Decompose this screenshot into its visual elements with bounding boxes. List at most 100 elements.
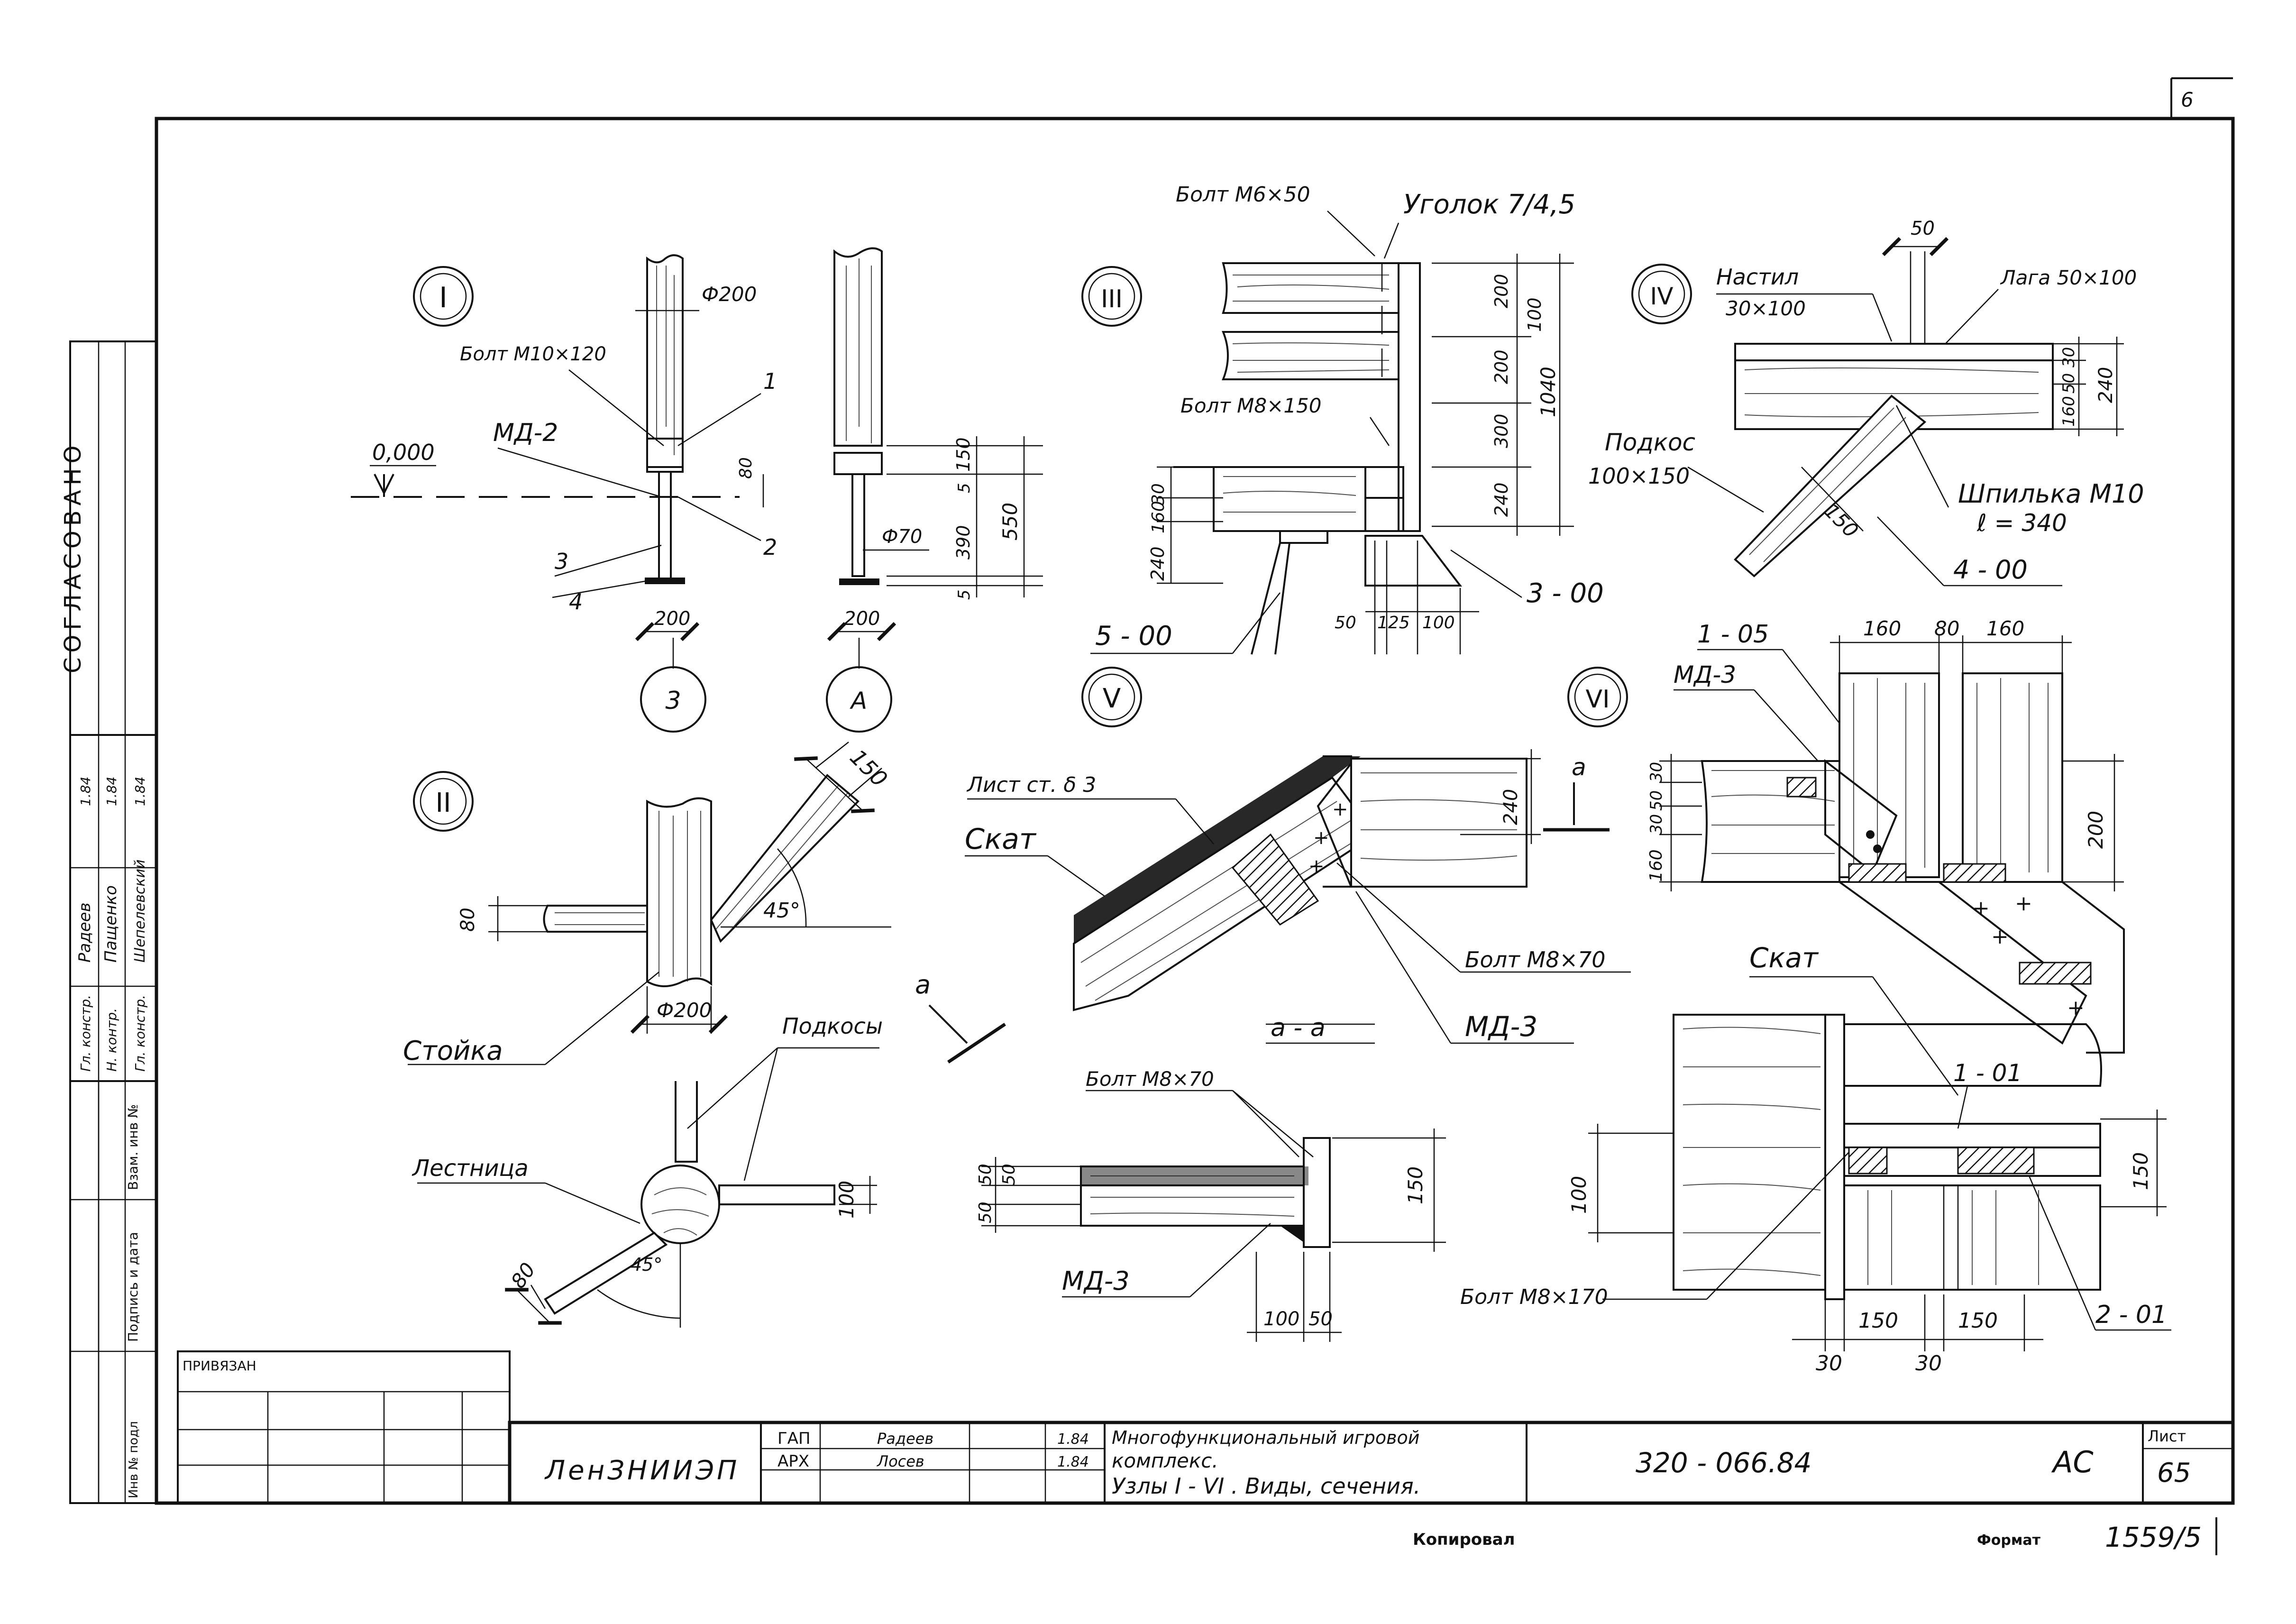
gap-label: ГАП [778, 1429, 811, 1448]
svg-text:+: + [2067, 996, 2085, 1020]
node-2-diameter: Ф200 [657, 999, 712, 1022]
node-1b-dim-550: 550 [998, 503, 1022, 541]
node-4-stud: Шпилька М10 [1958, 479, 2144, 509]
signer-1-name: Радеев [75, 902, 94, 963]
node-4-dim-240: 240 [2095, 367, 2117, 403]
node-6-left-50: 50 [1647, 790, 1666, 811]
archive-number: 1559/5 [2105, 1521, 2202, 1553]
stamp-row-signature: Подпись и дата [125, 1232, 141, 1342]
node-3-bot-50: 50 [1335, 613, 1356, 633]
approved-stamp-text: СОГЛАСОВАНО [60, 441, 86, 673]
sheet-footer: Копировал Формат 1559/5 [1413, 1517, 2217, 1555]
node-1b-dim-390: 390 [953, 525, 974, 560]
node-5-sheet: Лист ст. δ 3 [966, 773, 1096, 797]
node-4-stud-len: ℓ = 340 [1976, 509, 2067, 537]
svg-text:+: + [1991, 925, 2009, 949]
gap-date: 1.84 [1057, 1431, 1089, 1448]
node-5-left-50a: 50 [976, 1164, 995, 1185]
node-6-top-80: 80 [1934, 617, 1959, 640]
node-4-dim-50: 50 [2059, 373, 2078, 394]
node-2-dim100: 100 [835, 1181, 858, 1219]
node-3-bot-125: 125 [1377, 613, 1410, 633]
arh-label: АРХ [778, 1452, 809, 1471]
node-4-brace: Подкос [1605, 429, 1695, 456]
node-4-decking: Настил [1716, 264, 1799, 290]
signer-3-name: Шепелевский [132, 859, 148, 963]
node-3-deck-joint: III Болт М6×50 Уголок 7/4,5 30 160 240 Б… [1081, 183, 1604, 655]
node-6-md3: МД-3 [1674, 661, 1736, 688]
stamp-row-replace: Взам. инв № [125, 1104, 141, 1190]
drawing-title-line1: Многофункциональный игровой [1112, 1427, 1420, 1448]
sheet-label: Лист [2148, 1427, 2186, 1445]
stage-code: АС [2051, 1445, 2094, 1479]
svg-text:+: + [2015, 891, 2032, 916]
node-4-dim-30: 30 [2059, 347, 2078, 367]
node-5-mark: V [1103, 683, 1121, 714]
signer-1-role: Гл. констр. [78, 995, 93, 1072]
node-3-bolt-top: Болт М6×50 [1176, 183, 1310, 207]
node-2-dim150: 150 [845, 744, 892, 792]
node-6-left-30a: 30 [1647, 762, 1666, 782]
node-5-slope: Скат [965, 823, 1037, 856]
node-5-ridge: V + + + Лист ст. δ 3 Скат 240 Болт М8×70… [915, 667, 1631, 1342]
node-6-bot-30a: 30 [1816, 1351, 1842, 1376]
node-3-left-160: 160 [1149, 501, 1168, 533]
level-mark: 0,000 [372, 440, 435, 465]
node-1b-dim-150: 150 [953, 437, 974, 472]
node-6-ref101: 1 - 01 [1953, 1059, 2022, 1087]
node-3-dim-200b: 200 [1491, 349, 1512, 384]
node-5-section-mark: а [915, 970, 931, 1000]
axis-3: 3 [665, 687, 681, 715]
format-label: Формат [1977, 1532, 2041, 1549]
sheet-number: 65 [2157, 1458, 2191, 1488]
gap-name: Радеев [877, 1430, 933, 1448]
node-1-md2: МД-2 [493, 419, 558, 447]
node-6-dim150: 150 [2129, 1152, 2152, 1190]
signer-3-role: Гл. констр. [132, 995, 148, 1072]
node-3-dim-200a: 200 [1491, 274, 1512, 308]
arh-name: Лосев [877, 1452, 924, 1470]
node-3-angle: Уголок 7/4,5 [1403, 189, 1575, 220]
node-1b-width: 200 [844, 608, 880, 630]
node-5-bot-50: 50 [1308, 1308, 1333, 1330]
axis-A: А [850, 687, 867, 715]
signer-2-name: Пащенко [101, 885, 120, 963]
left-approval-stamp: СОГЛАСОВАНО Гл. констр. Радеев 1.84 Н. к… [60, 340, 157, 1504]
node-1-callout-3: 3 [555, 549, 568, 574]
node-1-callout-1: 1 [763, 368, 777, 394]
node-1-side-view: 150 5 390 5 550 Ф70 200 А [826, 247, 1043, 733]
node-6-slope: Скат [1749, 942, 1819, 974]
node-1-mark: I [439, 281, 448, 314]
node-4-mark: IV [1650, 283, 1674, 310]
node-6-mark: VI [1586, 685, 1610, 714]
node-6-ref105: 1 - 05 [1697, 620, 1769, 649]
svg-text:+: + [1308, 855, 1325, 877]
node-6-left-30b: 30 [1647, 814, 1666, 835]
signer-3-date: 1.84 [132, 777, 148, 806]
node-3-ref-5-00: 5 - 00 [1095, 621, 1172, 651]
copied-label: Копировал [1413, 1530, 1515, 1549]
node-1b-dim-5b: 5 [955, 589, 974, 600]
node-2-ladder: Лестница [412, 1155, 529, 1182]
node-3-bolt-mid: Болт М8×150 [1180, 394, 1322, 417]
signer-1-date: 1.84 [78, 777, 93, 806]
node-3-dim-240: 240 [1491, 482, 1512, 517]
stamp-row-inventory: Инв № подл [127, 1421, 141, 1498]
node-4-dim50: 50 [1911, 218, 1935, 239]
document-code: 320 - 066.84 [1636, 1447, 1811, 1479]
node-3-dim-100: 100 [1524, 297, 1545, 332]
node-2-angle: 45° [763, 899, 800, 923]
node-1-width: 200 [654, 608, 690, 630]
drawing-title-line3: Узлы I - VI . Виды, сечения. [1112, 1473, 1420, 1499]
node-1-bolt: Болт М10×120 [460, 343, 606, 365]
node-6-dim200: 200 [2084, 811, 2107, 849]
node-3-bot-100: 100 [1422, 613, 1455, 633]
node-5-left-50b: 50 [976, 1202, 995, 1223]
signer-2-date: 1.84 [104, 777, 119, 806]
node-1b-diameter: Ф70 [882, 526, 922, 548]
node-2-angle-b: 45° [631, 1254, 662, 1275]
svg-text:+: + [1332, 798, 1348, 820]
node-2-mark: II [435, 788, 451, 818]
node-3-dim-1040: 1040 [1537, 367, 1560, 417]
node-4-joist: Лага 50×100 [2000, 266, 2137, 289]
